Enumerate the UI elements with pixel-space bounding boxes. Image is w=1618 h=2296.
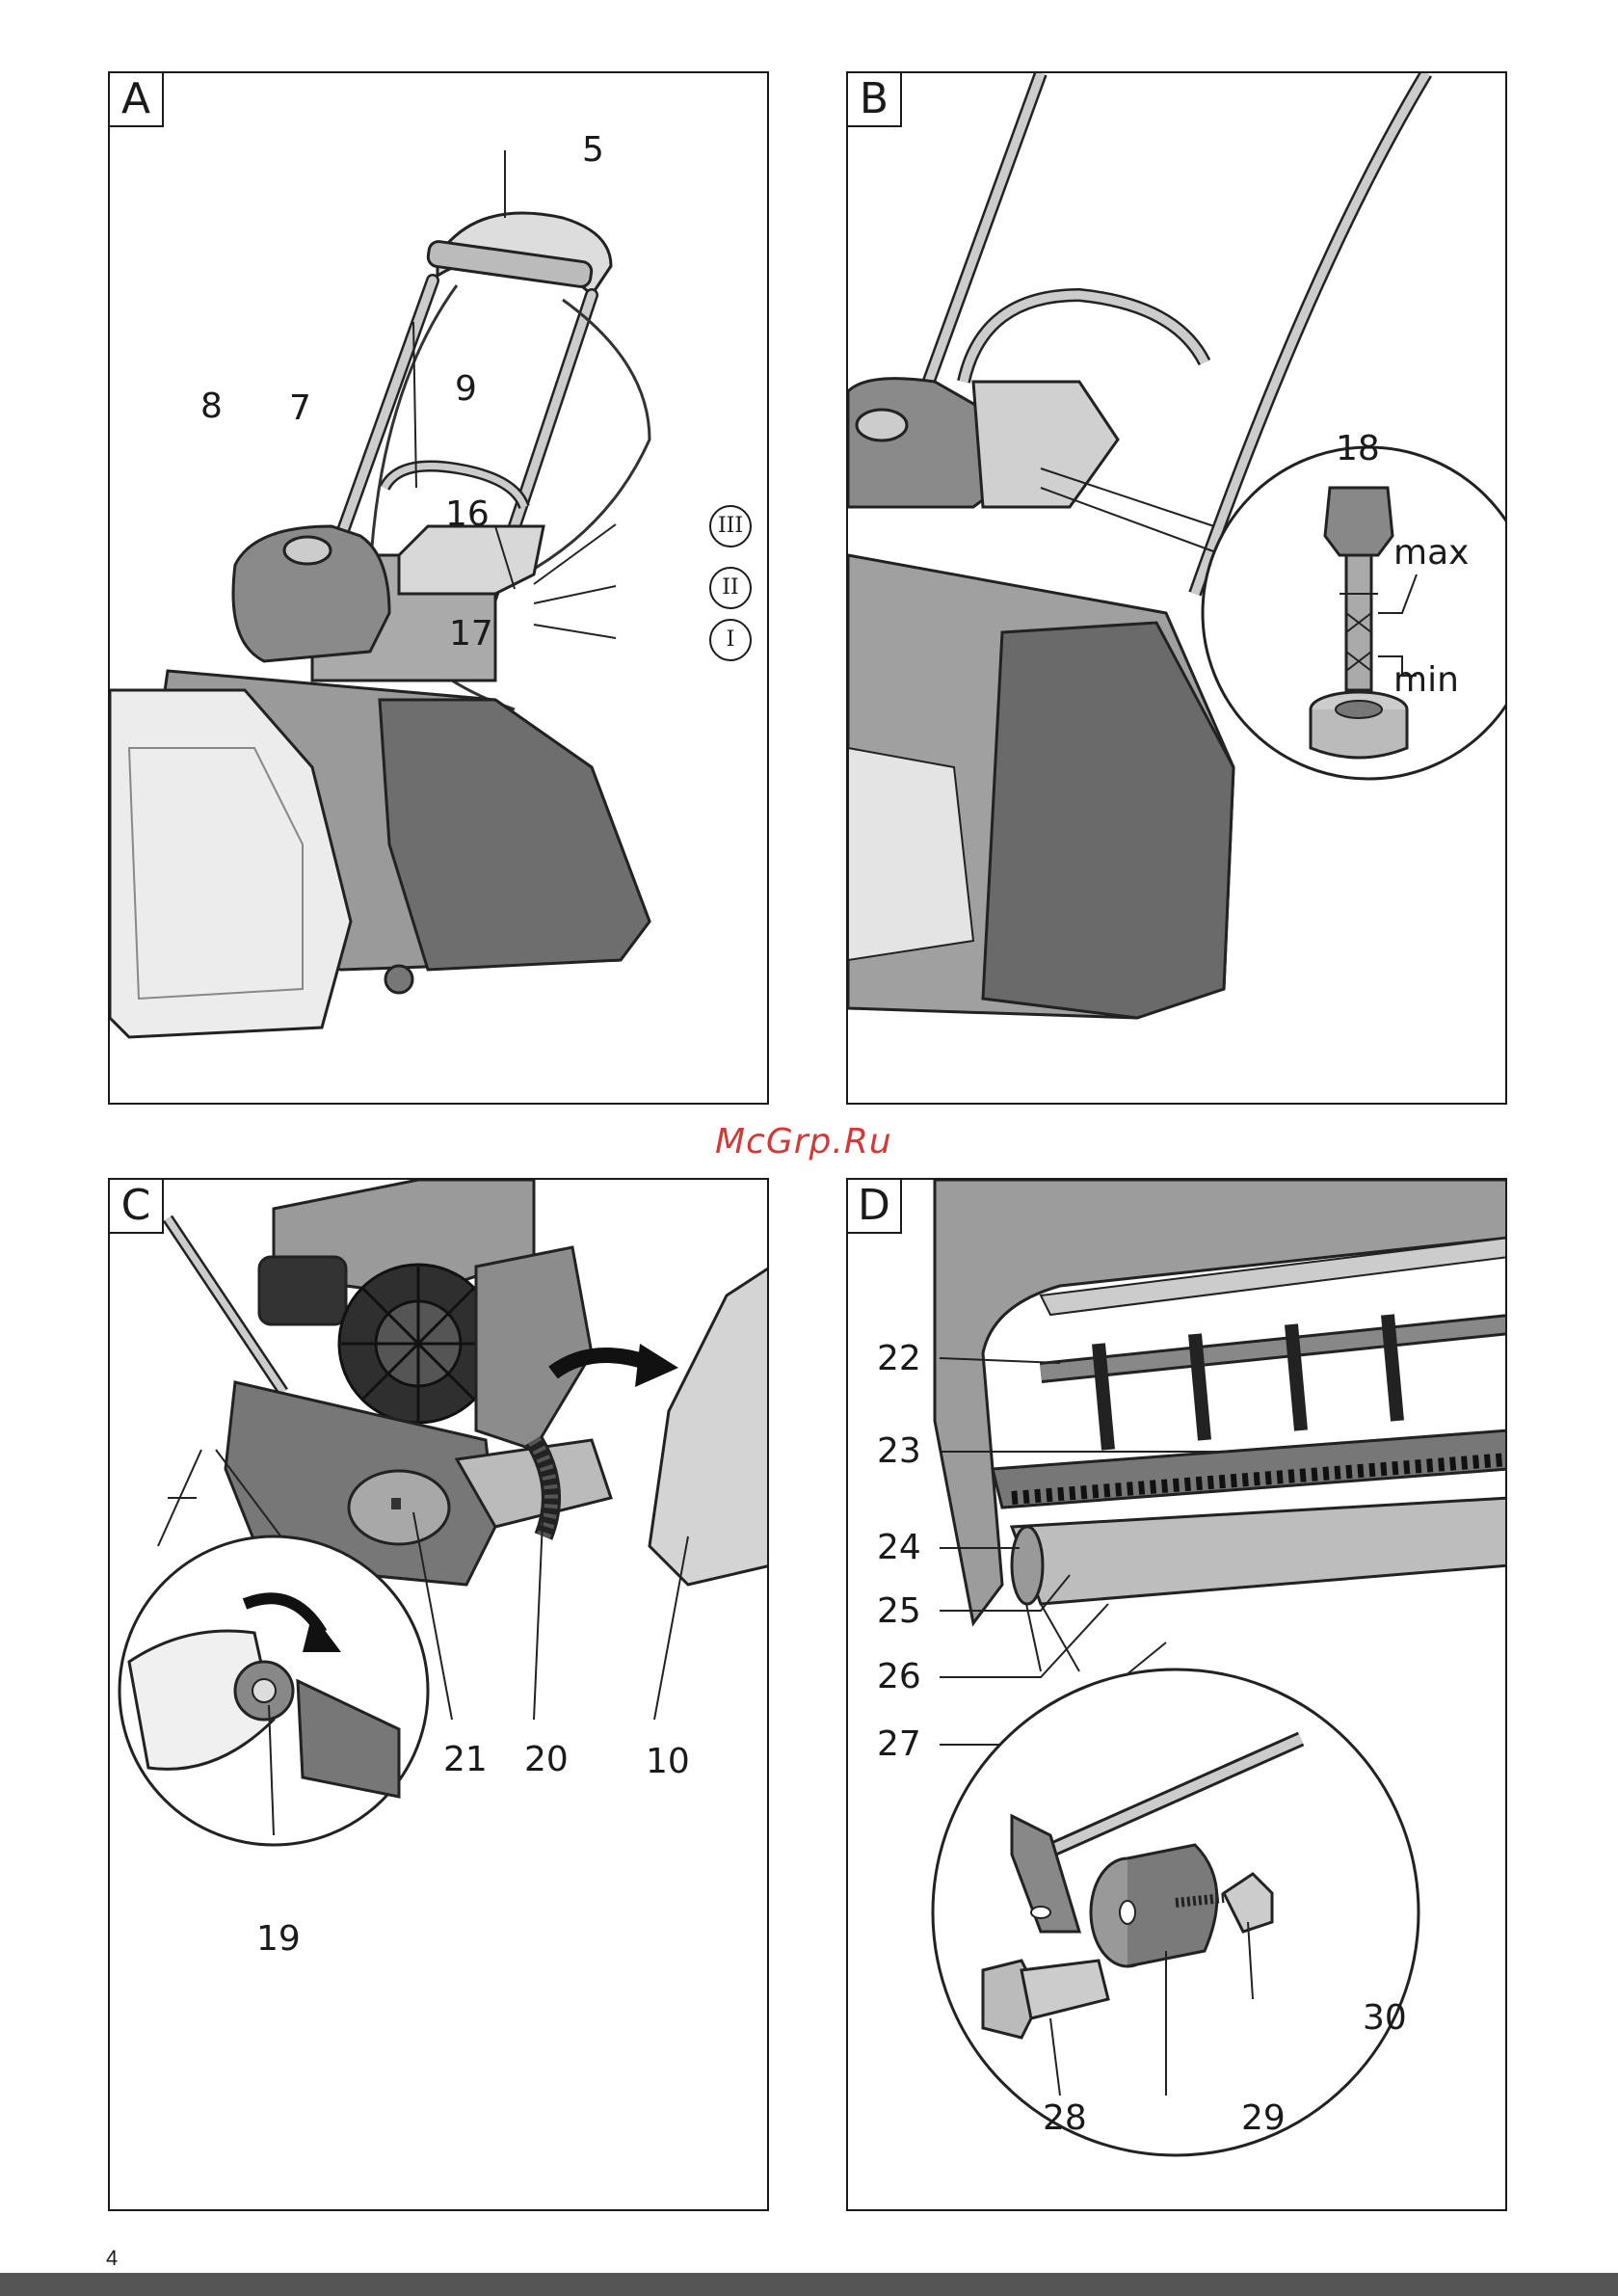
oil-dipstick-illustration xyxy=(848,73,1507,1105)
callout-label: 10 xyxy=(646,1745,690,1779)
height-position-ii: II xyxy=(709,567,752,609)
figure-panel-b: B 18 max min xyxy=(846,71,1507,1105)
callout-label: 28 xyxy=(1043,2101,1087,2136)
cutting-cylinder-roller-illustration xyxy=(848,1180,1507,2211)
callout-label: 7 xyxy=(289,391,311,426)
callout-label: 17 xyxy=(449,617,493,652)
bottom-edge-bar xyxy=(0,2273,1618,2296)
callout-label: 8 xyxy=(200,389,223,424)
callout-label: 26 xyxy=(877,1660,921,1695)
side-cover-and-roller-illustration xyxy=(110,1180,769,2211)
lawnmower-handle-illustration xyxy=(110,73,769,1105)
callout-label: 27 xyxy=(877,1727,921,1762)
page-number: 4 xyxy=(106,2246,118,2271)
figure-panel-a: A 5 8 7 9 16 17 xyxy=(108,71,769,1105)
panel-tag-d: D xyxy=(848,1180,902,1234)
callout-label-min: min xyxy=(1393,663,1459,698)
callout-label: 9 xyxy=(455,372,477,407)
callout-label: 24 xyxy=(877,1531,921,1565)
callout-label: 23 xyxy=(877,1434,921,1469)
callout-label: 21 xyxy=(443,1743,488,1777)
callout-label: 22 xyxy=(877,1342,921,1376)
figure-panel-d: D xyxy=(846,1178,1507,2211)
callout-label-max: max xyxy=(1393,536,1469,571)
panel-tag-b: B xyxy=(848,73,902,127)
height-position-iii: III xyxy=(709,505,752,547)
callout-label: 16 xyxy=(445,497,490,532)
callout-label: 5 xyxy=(582,133,604,168)
callout-label: 18 xyxy=(1336,432,1380,467)
callout-label: 20 xyxy=(524,1743,569,1777)
panel-tag-c: C xyxy=(110,1180,164,1234)
callout-label: 30 xyxy=(1363,2001,1407,2036)
height-position-i: I xyxy=(709,619,752,661)
callout-label: 25 xyxy=(877,1594,921,1629)
callout-label: 29 xyxy=(1241,2101,1286,2136)
panel-tag-a: A xyxy=(110,73,164,127)
callout-label: 19 xyxy=(256,1922,301,1957)
figure-panel-c: C xyxy=(108,1178,769,2211)
watermark: McGrp.Ru xyxy=(715,1122,892,1161)
